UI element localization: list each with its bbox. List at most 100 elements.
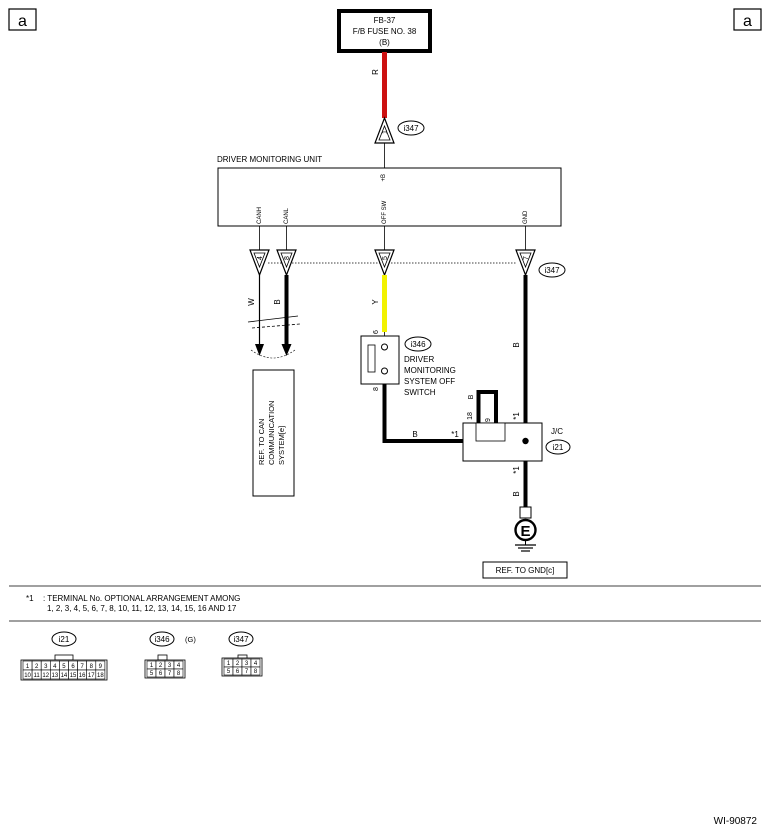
ref-can-box: REF. TO CAN COMMUNICATION SYSTEM[e] — [252, 369, 295, 497]
pin-jc-18: 18 — [467, 412, 474, 420]
fuse-line2: F/B FUSE NO. 38 — [353, 27, 417, 36]
legend-i346-cell — [173, 668, 184, 678]
legend-i347-cell — [250, 666, 261, 676]
footnote-line1: : TERMINAL No. OPTIONAL ARRANGEMENT AMON… — [43, 594, 240, 603]
wire-color-sw-to-jc: B — [412, 430, 417, 439]
shield-arc — [250, 349, 296, 359]
legend-i346-label: i346 — [154, 635, 170, 644]
footnote-marker: *1 — [26, 594, 34, 603]
corner-label-left-text: a — [18, 13, 27, 30]
legend-i21-pin-2: 2 — [35, 664, 39, 670]
legend-i21-pin-15: 15 — [70, 673, 77, 679]
arrow-canl — [281, 344, 292, 356]
legend-i347-pin-3: 3 — [245, 661, 249, 667]
switch-label-line1: DRIVER — [404, 355, 434, 364]
unit-pin-gnd: GND — [523, 210, 529, 224]
legend-i21-cell — [95, 669, 106, 680]
arrow-canh — [255, 344, 264, 356]
connector-i347-canl: 8 — [276, 249, 297, 277]
unit-pin-off-sw: OFF SW — [382, 200, 388, 224]
legend-i21-pin-16: 16 — [79, 673, 86, 679]
diagram-id: WI-90872 — [714, 816, 758, 827]
legend-i346-pin-8: 8 — [177, 671, 181, 677]
switch-label-line3: SYSTEM OFF — [404, 377, 455, 386]
legend-i346-suffix: (G) — [185, 635, 196, 644]
unit-title: DRIVER MONITORING UNIT — [217, 155, 322, 164]
wire-color-fuse: R — [371, 69, 380, 75]
wire-sw-to-jc — [382, 384, 463, 443]
joint-connector: 18 9 B *1 — [462, 390, 543, 462]
jc-label: J/C — [551, 427, 563, 436]
corner-label-right-text: a — [743, 13, 752, 30]
legend-i21-pin-12: 12 — [42, 673, 49, 679]
wire-color-jc-to-ground: B — [512, 491, 521, 496]
connector-i347-off-sw: 5 — [374, 249, 395, 277]
ground-icon: E — [514, 506, 537, 552]
wire-color-jc-loop: B — [468, 394, 475, 399]
wire-color-gnd: B — [512, 342, 521, 347]
legend-i21-pin-9: 9 — [99, 664, 103, 670]
ground-symbol-letter: E — [520, 523, 530, 540]
tag-i346: i346 — [404, 336, 432, 352]
pin-jc-9: 9 — [485, 418, 492, 422]
legend-i21-pin-6: 6 — [71, 664, 75, 670]
jc-marker-bottom: *1 — [512, 466, 521, 474]
legend-i21-pin-8: 8 — [90, 664, 94, 670]
tag-i347-top: i347 — [397, 120, 425, 136]
legend-i347-label: i347 — [233, 635, 249, 644]
pin-gnd: 7 — [523, 256, 530, 260]
legend-i21-pin-18: 18 — [97, 673, 104, 679]
legend-i347-pin-8: 8 — [254, 669, 258, 675]
legend-i21-pin-1: 1 — [26, 664, 30, 670]
legend-i346-pin-5: 5 — [150, 671, 154, 677]
legend-i346-pin-3: 3 — [168, 663, 172, 669]
connector-i347-plus-b: 1 — [374, 116, 395, 144]
legend-i21-label: i21 — [59, 635, 70, 644]
ref-can-line1: REF. TO CAN — [257, 419, 266, 465]
legend-i21-pin-11: 11 — [34, 673, 41, 679]
pin-canl: 8 — [284, 256, 291, 260]
legend-i346-pin-7: 7 — [168, 671, 172, 677]
twist-mark-1 — [247, 315, 299, 323]
ref-can-line2: COMMUNICATION — [267, 401, 276, 465]
ref-gnd-text: REF. TO GND[c] — [496, 566, 555, 575]
jc-marker-left: *1 — [451, 430, 459, 439]
footnote-line2: 1, 2, 3, 4, 5, 6, 7, 8, 10, 11, 12, 13, … — [47, 604, 237, 613]
ref-can-line3: SYSTEM[e] — [277, 426, 286, 465]
legend-i21-pin-3: 3 — [44, 664, 48, 670]
legend-i21-pin-17: 17 — [88, 673, 95, 679]
jc-marker-top: *1 — [512, 412, 521, 420]
corner-label-left: a — [8, 8, 37, 31]
switch-label-line4: SWITCH — [404, 388, 436, 397]
legend-i21-pin-10: 10 — [24, 673, 31, 679]
connector-i347-canh: 4 — [249, 249, 270, 277]
legend-i347-pin-4: 4 — [254, 661, 258, 667]
legend-i346-pin-1: 1 — [150, 663, 154, 669]
legend-i347-pin-6: 6 — [236, 669, 240, 675]
legend-i346-pin-2: 2 — [159, 663, 163, 669]
legend-i347-pin-2: 2 — [236, 661, 240, 667]
legend-i21-pin-7: 7 — [80, 664, 84, 670]
pin-sw-out: 8 — [373, 387, 380, 391]
unit-pin-plus-b: +B — [381, 174, 387, 182]
pin-canh: 4 — [257, 256, 264, 260]
wire-color-canl: B — [273, 299, 282, 304]
legend-i21-pin-14: 14 — [61, 673, 68, 679]
connector-i347-gnd: 7 — [515, 249, 536, 277]
tag-i21: i21 — [545, 439, 571, 455]
fuse-line1: FB-37 — [374, 16, 396, 25]
off-switch: 6 8 — [360, 330, 400, 391]
tag-i347-mid: i347 — [538, 262, 566, 278]
tag-i347-top-text: i347 — [403, 124, 419, 133]
legend-i346-pin-4: 4 — [177, 663, 181, 669]
pin-sw-in: 6 — [373, 330, 380, 334]
wire-color-off-sw: Y — [371, 299, 380, 305]
unit-pin-canh: CANH — [257, 207, 263, 224]
tag-i347-mid-text: i347 — [544, 266, 560, 275]
legend-i347-pin-7: 7 — [245, 669, 249, 675]
wire-color-canh: W — [247, 298, 256, 306]
